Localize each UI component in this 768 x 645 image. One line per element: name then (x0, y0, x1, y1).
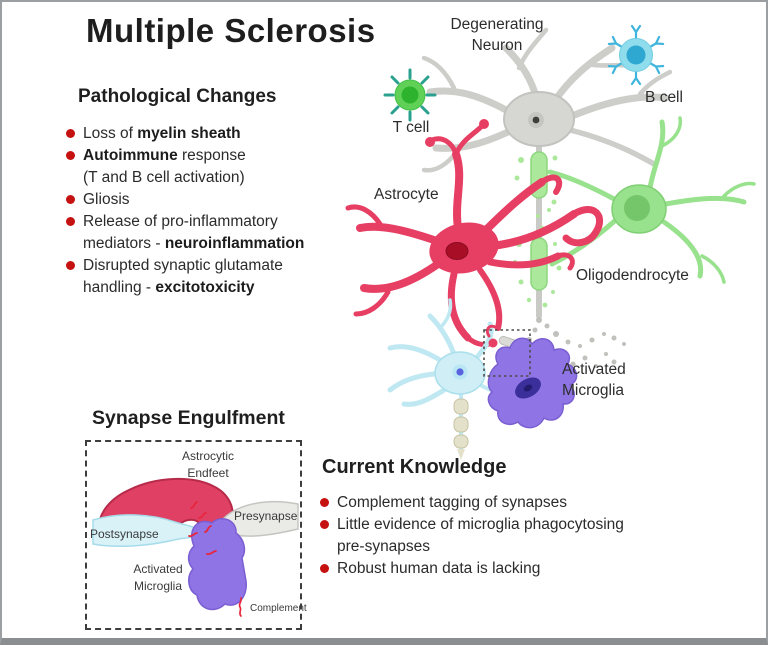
label-line: Degenerating (450, 16, 544, 33)
label-line: Microglia (133, 579, 182, 593)
postsynapse-label: Postsynapse (90, 527, 159, 541)
synapse-inset-art (92, 478, 299, 617)
bullet-run: Loss of (83, 125, 138, 142)
bullet-run: Disrupted synaptic glutamate (83, 257, 283, 274)
list-item: Robust human data is lacking (320, 558, 680, 580)
label-line: Microglia (562, 382, 625, 399)
label-line: Neuron (471, 37, 523, 54)
bullet-run-bold: Autoimmune (83, 147, 178, 164)
current-knowledge-list: Complement tagging of synapses Little ev… (320, 492, 680, 580)
t-cell-label: T cell (392, 119, 430, 136)
bullet-text: Complement tagging of synapses (337, 492, 567, 514)
label-line: Activated (562, 361, 626, 378)
complement-legend-label: Complement (250, 603, 307, 614)
bullet-icon (320, 498, 329, 507)
synapse-engulfment-heading: Synapse Engulfment (92, 407, 285, 429)
bullet-run: Robust human data is lacking (337, 560, 541, 577)
b-cell-icon (607, 24, 665, 86)
bullet-text: Gliosis (83, 189, 130, 211)
astrocyte-soma (429, 222, 499, 274)
bullet-icon (320, 520, 329, 529)
astrocyte-graphic (345, 119, 604, 348)
bullet-run: Gliosis (83, 191, 130, 208)
figure-title: Multiple Sclerosis (86, 12, 376, 49)
bullet-run: handling - (83, 279, 156, 296)
bullet-text: Robust human data is lacking (337, 558, 540, 580)
activated-microglia-label: Activated Microglia (562, 359, 626, 401)
bullet-run: response (177, 147, 246, 164)
activated-microglia-graphic (487, 337, 578, 429)
t-cell-icon (383, 68, 437, 122)
pathological-changes-heading: Pathological Changes (78, 86, 277, 107)
bullet-icon (66, 151, 75, 160)
label-line: Endfeet (187, 466, 229, 480)
list-item: Disrupted synaptic glutamate handling - e… (66, 255, 381, 299)
bullet-run-bold: neuroinflammation (164, 235, 305, 252)
list-item: Complement tagging of synapses (320, 492, 680, 514)
bullet-text: Little evidence of microglia phagocytosi… (337, 514, 624, 558)
inset-microglia-graphic (187, 518, 247, 611)
degenerating-neuron-label: Degenerating Neuron (430, 14, 564, 56)
oligodendrocyte-label: Oligodendrocyte (576, 267, 689, 284)
current-knowledge-heading: Current Knowledge (322, 456, 507, 478)
presynapse-label: Presynapse (234, 509, 298, 523)
bullet-icon (320, 564, 329, 573)
bullet-run: Complement tagging of synapses (337, 494, 568, 511)
bullet-icon (66, 195, 75, 204)
complement-tags (188, 501, 217, 556)
list-item: Autoimmune response (T and B cell activat… (66, 145, 381, 189)
bullet-run: mediators - (83, 235, 165, 252)
astrocyte-label: Astrocyte (374, 186, 439, 203)
synapse-inset-zoom-box (483, 329, 531, 377)
bullet-run-bold: myelin sheath (137, 125, 241, 142)
bullet-icon (66, 261, 75, 270)
bullet-text: Loss of myelin sheath (83, 123, 241, 145)
oligodendrocyte-graphic (547, 116, 756, 284)
synapse-engulfment-inset (85, 440, 302, 630)
astrocytic-endfeet-label: Astrocytic Endfeet (160, 448, 256, 482)
bullet-text: Autoimmune response (T and B cell activat… (83, 145, 246, 189)
bullet-run: (T and B cell activation) (83, 169, 245, 186)
healthy-neuron-soma (434, 351, 486, 460)
bullet-icon (66, 217, 75, 226)
bullet-run-bold: excitotoxicity (155, 279, 255, 296)
inset-activated-microglia-label: Activated Microglia (126, 561, 190, 595)
list-item: Release of pro-inflammatory mediators - n… (66, 211, 381, 255)
bullet-icon (66, 129, 75, 138)
bullet-run: Release of pro-inflammatory (83, 213, 278, 230)
bullet-run: Little evidence of microglia phagocytosi… (337, 516, 624, 533)
list-item: Loss of myelin sheath (66, 123, 381, 145)
pathological-changes-list: Loss of myelin sheath Autoimmune respons… (66, 123, 381, 299)
engulfed-synapse-graphic (485, 324, 518, 349)
bullet-run: pre-synapses (337, 538, 431, 555)
label-line: Activated (133, 562, 183, 576)
list-item: Little evidence of microglia phagocytosi… (320, 514, 680, 558)
label-line: Astrocytic (181, 449, 234, 463)
bullet-text: Release of pro-inflammatory mediators - n… (83, 211, 304, 255)
bullet-text: Disrupted synaptic glutamate handling - e… (83, 255, 283, 299)
b-cell-label: B cell (645, 89, 683, 106)
list-item: Gliosis (66, 189, 381, 211)
oligodendrocyte-soma (611, 184, 667, 234)
complement-icon (238, 597, 243, 617)
